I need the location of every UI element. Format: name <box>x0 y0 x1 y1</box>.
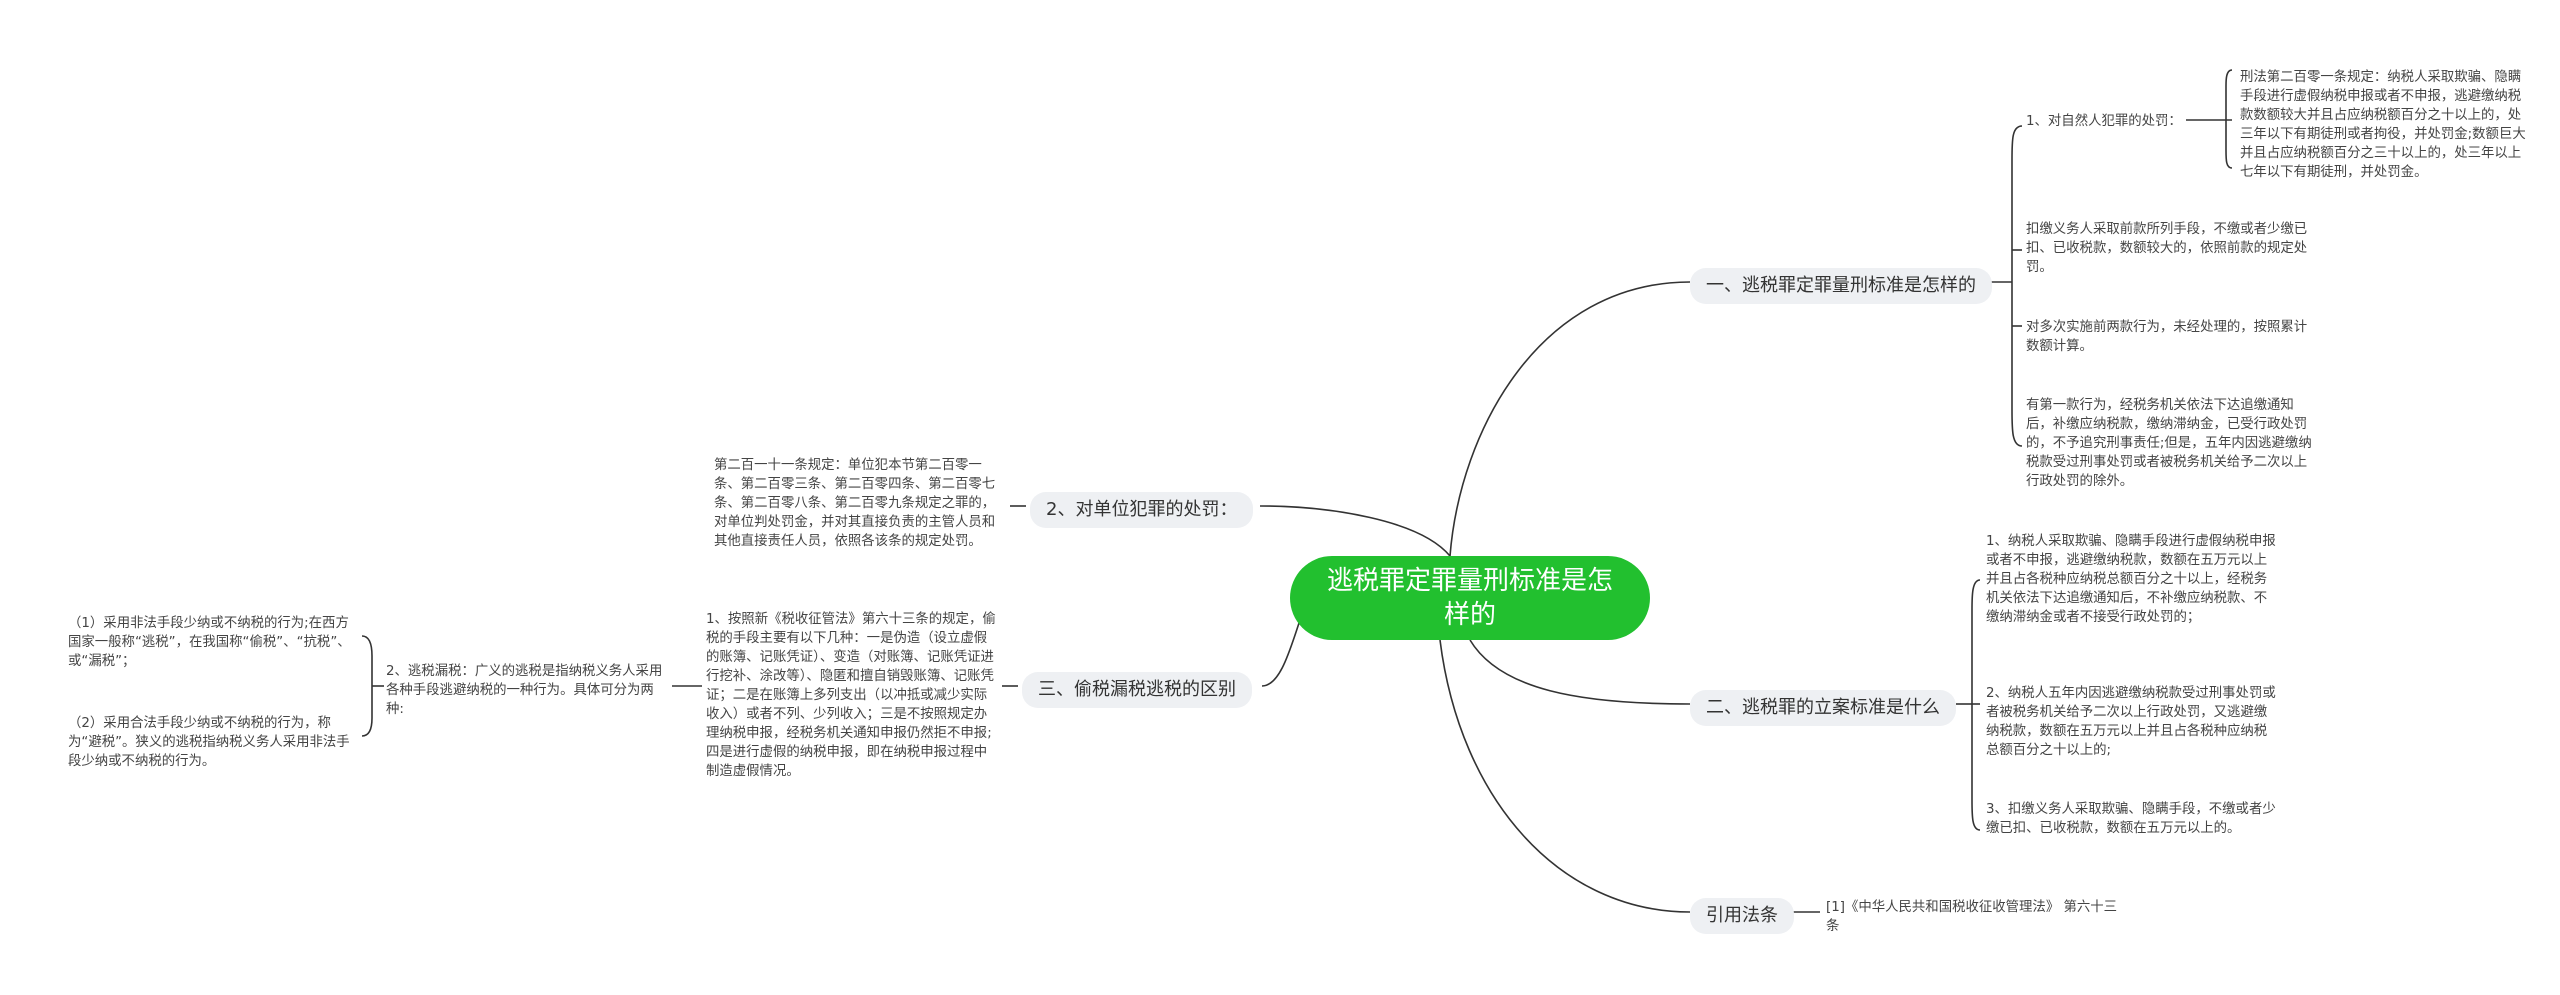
edge-root-b2 <box>1469 639 1691 705</box>
branch-unit-crime-penalty[interactable]: 2、对单位犯罪的处罚： <box>1030 492 1254 528</box>
edge-root-b4 <box>1259 505 1451 557</box>
leaf-article-201: 刑法第二百零一条规定：纳税人采取欺骗、隐瞒手段进行虚假纳税申报或者不申报，逃避缴… <box>2240 70 2526 180</box>
leaf-exemption: 有第一款行为，经税务机关依法下达追缴通知后，补缴应纳税款，缴纳滞纳金，已受行政处… <box>2026 398 2312 489</box>
root-topic[interactable]: 逃税罪定罪量刑标准是怎样的 <box>1290 556 1650 640</box>
edge-root-b5 <box>1261 619 1301 687</box>
edge-root-b3 <box>1439 639 1691 913</box>
branch-sentencing-standard[interactable]: 一、逃税罪定罪量刑标准是怎样的 <box>1690 268 1992 304</box>
branch-tax-evasion-difference[interactable]: 三、偷税漏税逃税的区别 <box>1022 672 1252 708</box>
leaf-tax-evasion-means: 1、按照新《税收征管法》第六十三条的规定，偷税的手段主要有以下几种：一是伪造（设… <box>706 612 996 779</box>
bracket-b2 <box>1971 579 1981 831</box>
leaf-filing-3: 3、扣缴义务人采取欺骗、隐瞒手段，不缴或者少缴已扣、已收税款，数额在五万元以上的… <box>1986 802 2276 836</box>
branch-filing-standard[interactable]: 二、逃税罪的立案标准是什么 <box>1690 690 1956 726</box>
leaf-illegal-means: （1）采用非法手段少纳或不纳税的行为;在西方国家一般称“逃税”，在我国称“偷税”… <box>68 616 351 669</box>
edge-root-b1 <box>1449 281 1691 557</box>
leaf-withholding-agent: 扣缴义务人采取前款所列手段，不缴或者少缴已扣、已收税款，数额较大的，依照前款的规… <box>2026 222 2308 275</box>
leaf-legal-means: （2）采用合法手段少纳或不纳税的行为，称为“避税”。狭义的逃税指纳税义务人采用非… <box>68 716 350 769</box>
leaf-filing-2: 2、纳税人五年内因逃避缴纳税款受过刑事处罚或者被税务机关给予二次以上行政处罚，又… <box>1986 686 2276 758</box>
bracket-b5 <box>361 635 373 737</box>
leaf-filing-1: 1、纳税人采取欺骗、隐瞒手段进行虚假纳税申报或者不申报，逃避缴纳税款，数额在五万… <box>1986 534 2276 625</box>
leaf-cumulative-amount: 对多次实施前两款行为，未经处理的，按照累计数额计算。 <box>2026 320 2308 354</box>
sub-natural-person-penalty[interactable]: 1、对自然人犯罪的处罚： <box>2026 114 2182 129</box>
bracket-natural <box>2225 69 2233 169</box>
bracket-b1 <box>2011 125 2023 447</box>
leaf-article-211: 第二百一十一条规定：单位犯本节第二百零一条、第二百零三条、第二百零四条、第二百零… <box>714 458 996 549</box>
leaf-tax-avoidance-definition[interactable]: 2、逃税漏税：广义的逃税是指纳税义务人采用各种手段逃避纳税的一种行为。具体可分为… <box>386 664 663 717</box>
branch-cited-law[interactable]: 引用法条 <box>1690 898 1794 934</box>
leaf-cited-law: [1]《中华人民共和国税收征收管理法》 第六十三条 <box>1826 900 2118 934</box>
